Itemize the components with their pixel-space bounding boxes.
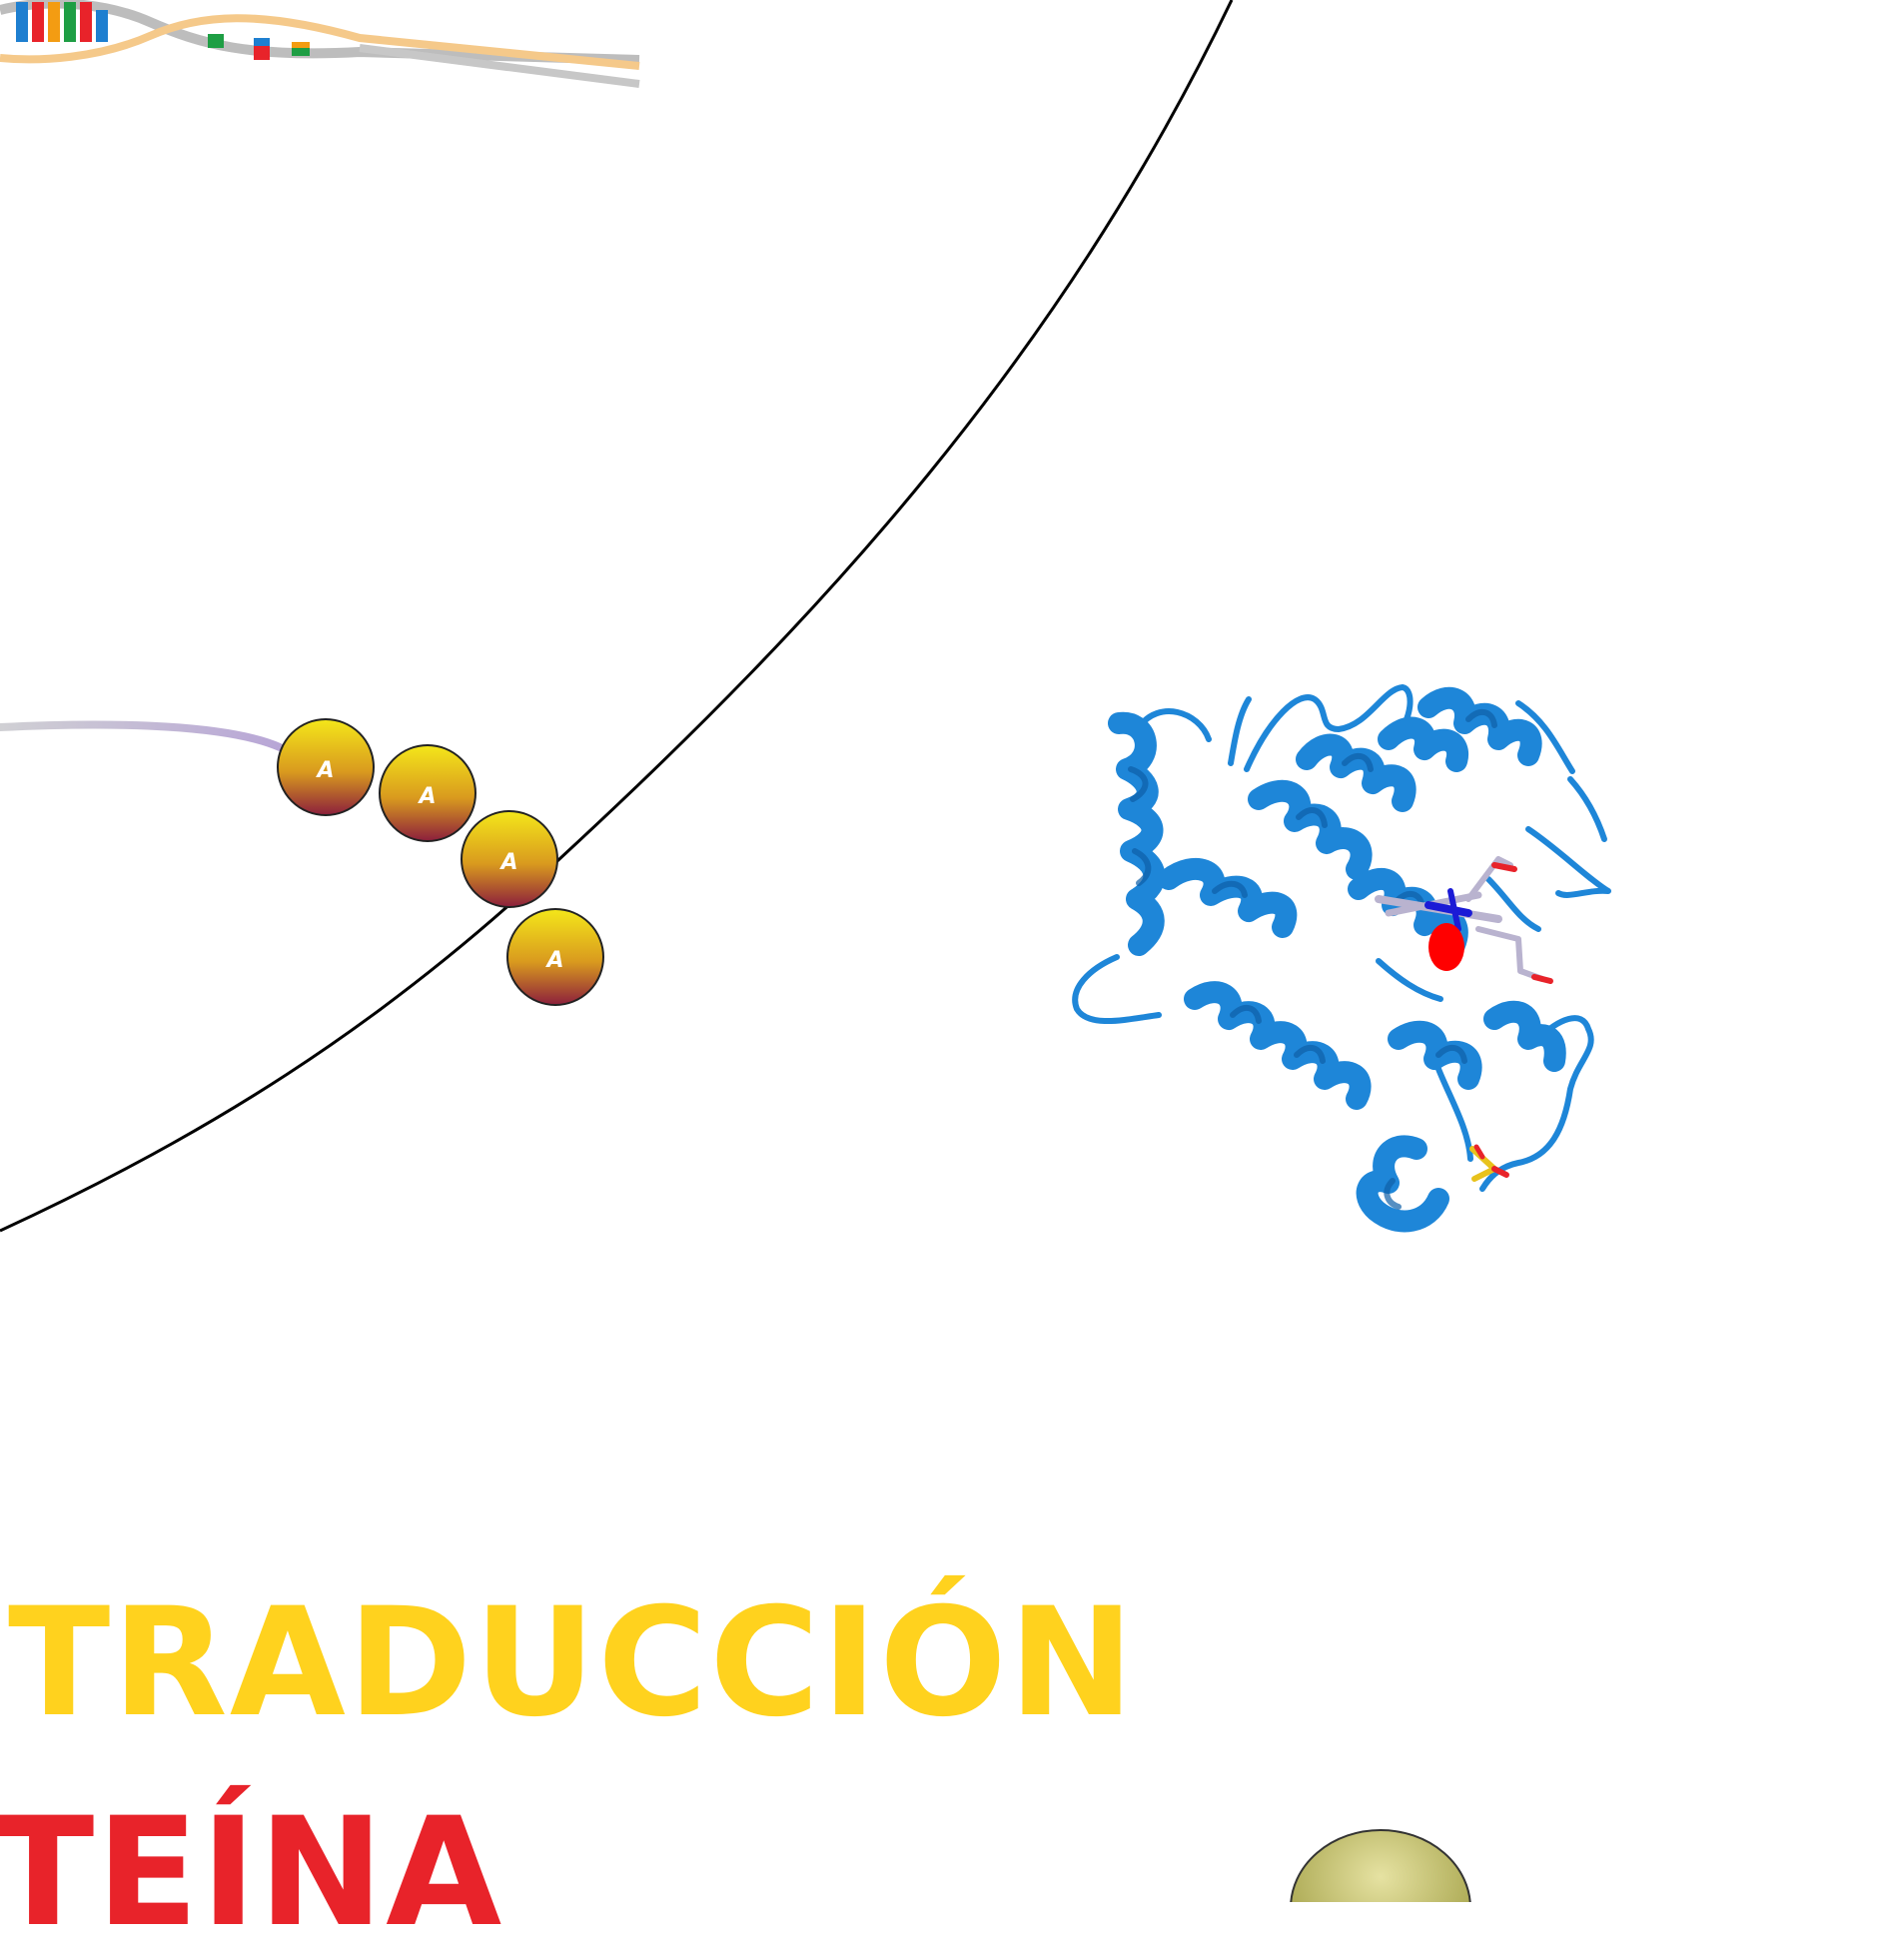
poly-a-bead: A — [277, 718, 375, 816]
nuclear-membrane-line — [0, 0, 1234, 1233]
translation-diagram: A A A A — [0, 0, 1611, 1902]
process-label: TRADUCCIÓN — [8, 1576, 1137, 1750]
product-label: TEÍNA — [0, 1786, 504, 1960]
poly-a-bead: A — [379, 744, 476, 842]
bead-label: A — [498, 850, 517, 875]
poly-a-tail: A A A A — [277, 718, 604, 1006]
protein-ribbon-icon — [1072, 684, 1611, 1233]
poly-a-bead: A — [461, 810, 558, 908]
dna-double-helix-icon — [0, 0, 640, 88]
ribosome-subunit-icon — [1290, 1829, 1471, 1902]
mrna-strand — [0, 720, 284, 751]
sulfate-ion — [1469, 1144, 1509, 1182]
heme-group — [1375, 856, 1553, 984]
poly-a-bead: A — [506, 908, 604, 1006]
bead-label: A — [417, 784, 436, 809]
bead-label: A — [544, 948, 563, 973]
bead-label: A — [315, 758, 334, 783]
